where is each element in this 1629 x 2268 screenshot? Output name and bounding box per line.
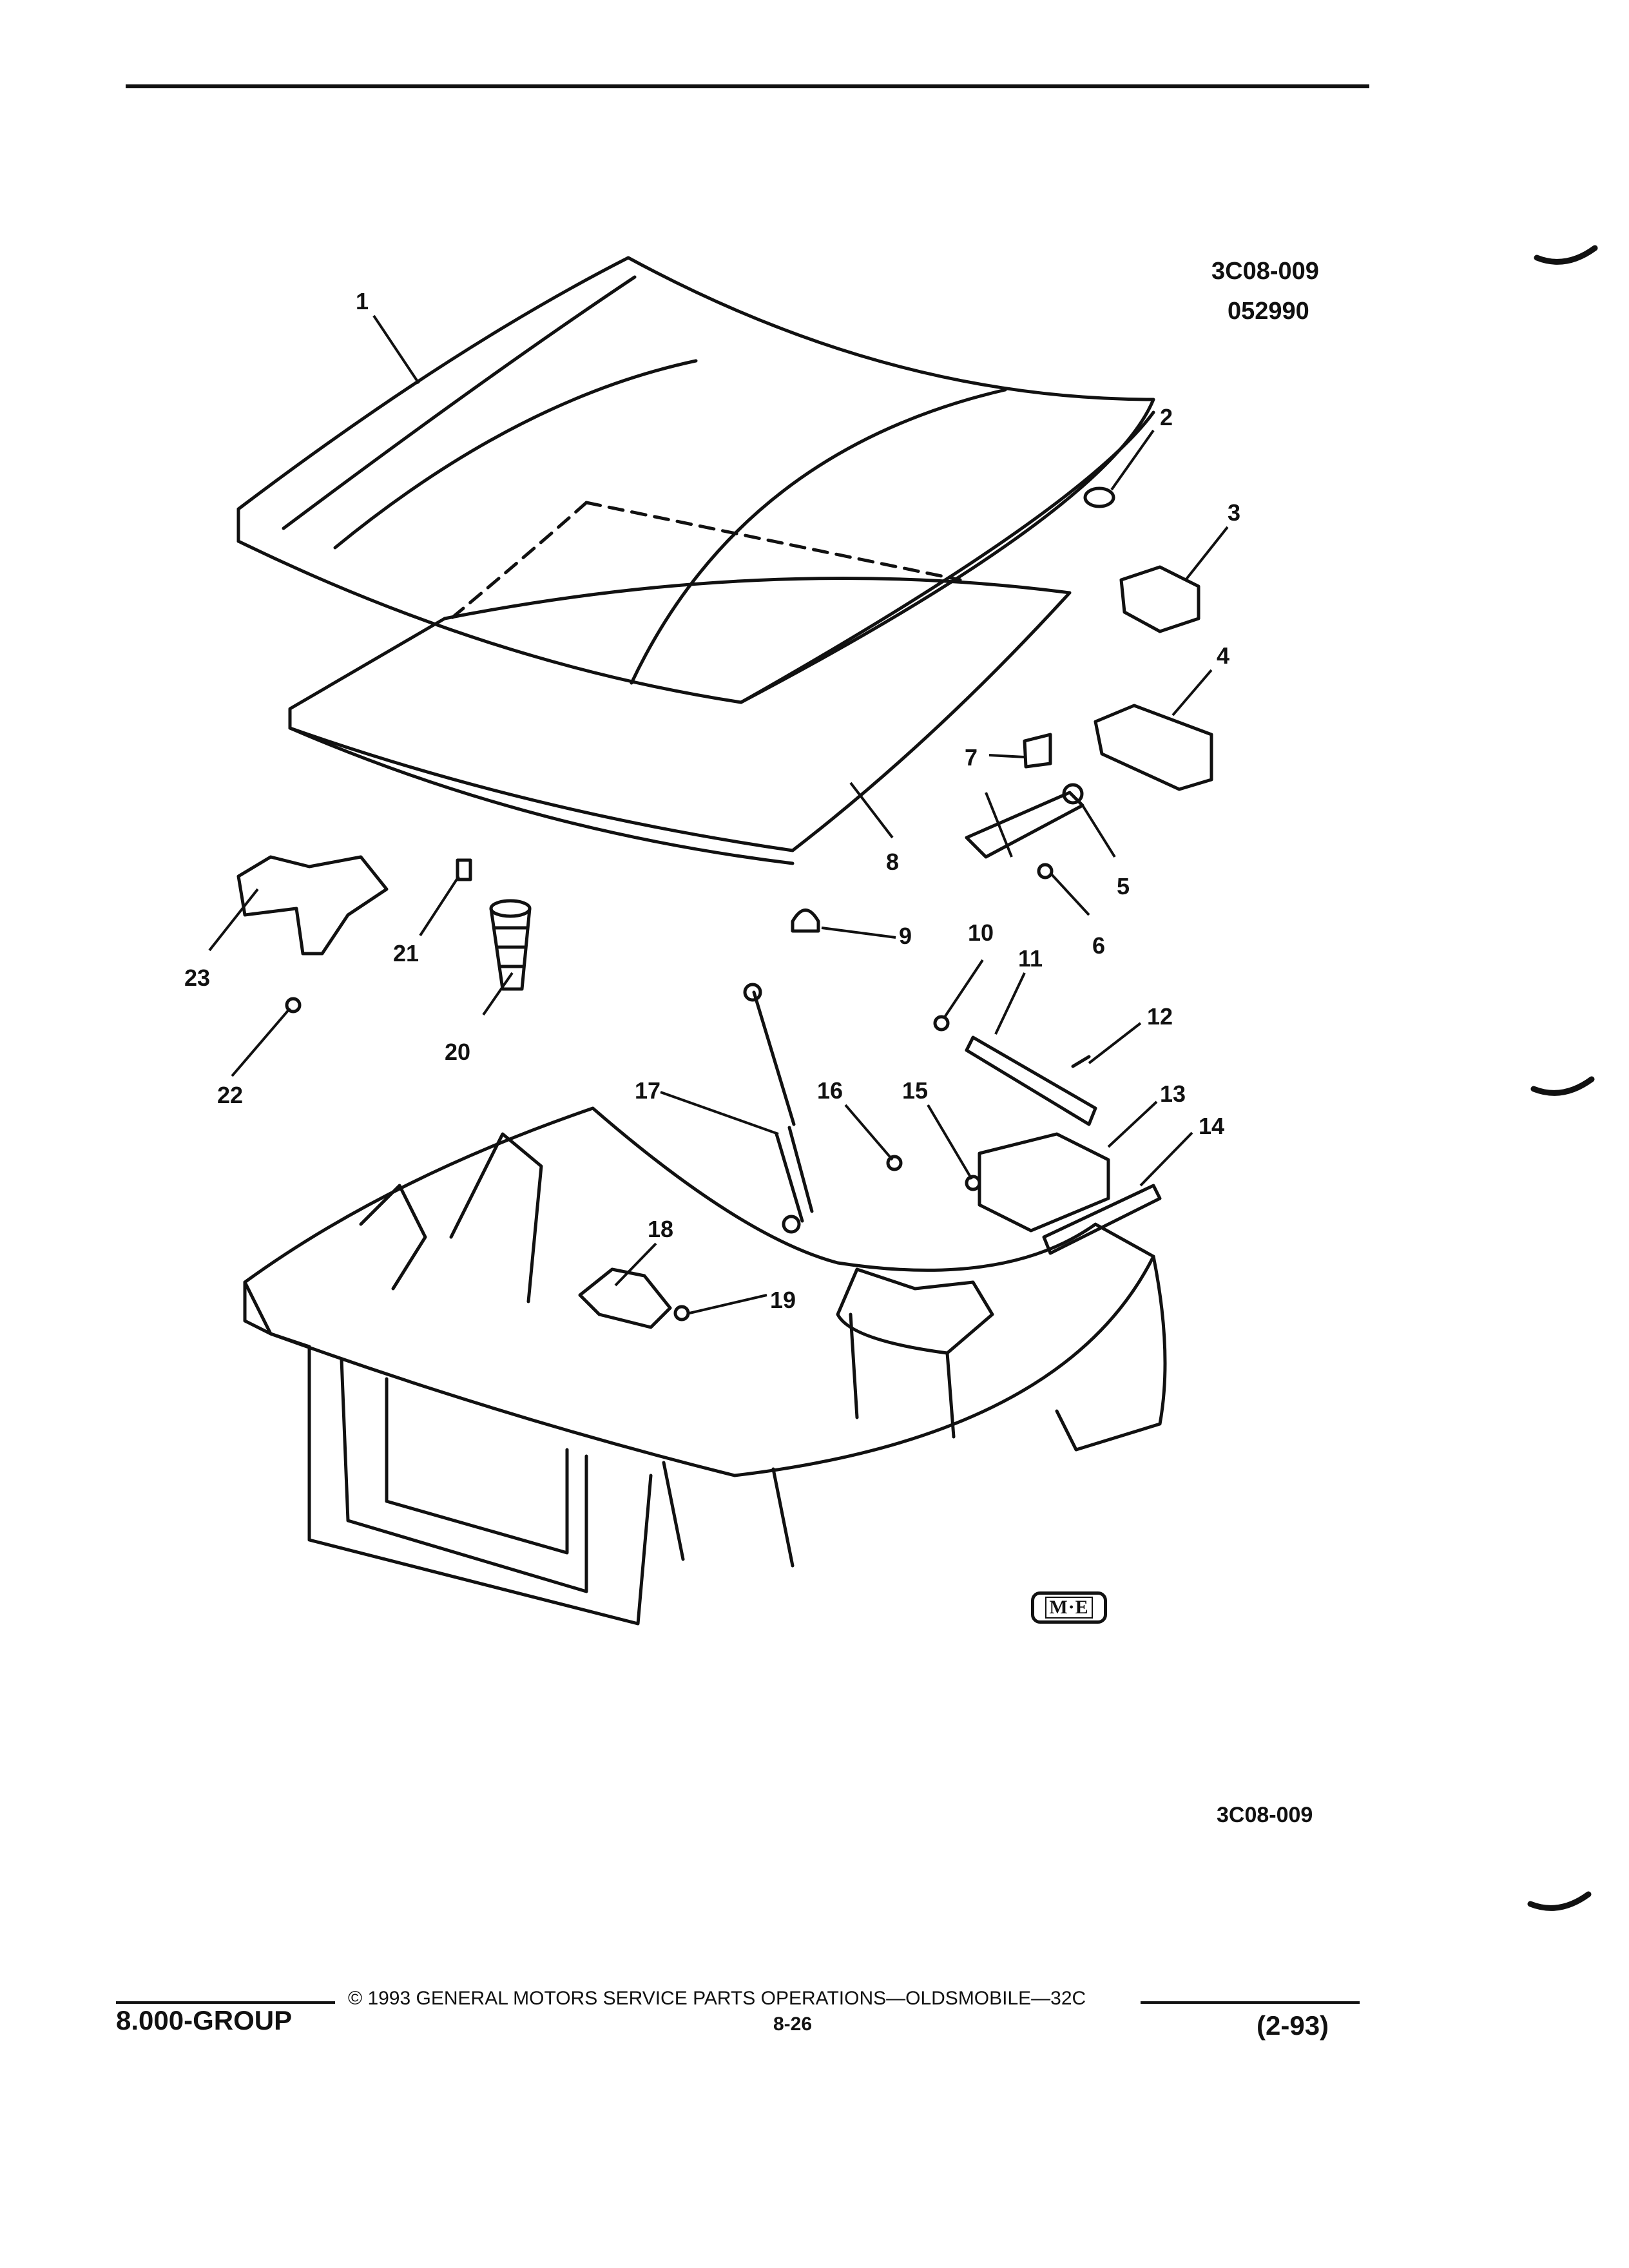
hood-panel [236,256,1155,704]
hinge-plate-14 [1042,1184,1162,1255]
bolt-6 [1037,863,1054,879]
callout-10: 10 [968,919,994,946]
front-body-structure [243,1106,1167,1626]
callout-leaders [208,314,1229,1314]
callout-19: 19 [770,1287,796,1313]
callout-12: 12 [1147,1003,1173,1030]
callout-4: 4 [1217,642,1229,669]
illustration-date: 052990 [1228,298,1309,325]
footer-group: 8.000-GROUP [116,2005,293,2035]
callout-9: 9 [899,923,912,949]
callout-13: 13 [1160,1081,1186,1107]
latch-bracket [965,791,1084,859]
me-logo: M·E [1031,1591,1107,1624]
callout-17: 17 [635,1077,660,1104]
release-handle-23 [236,855,389,956]
callout-16: 16 [817,1077,843,1104]
footer-copyright: © 1993 GENERAL MOTORS SERVICE PARTS OPER… [348,1988,1086,2009]
cable-boot-20 [489,899,532,991]
illustration-code: 3C08-009 [1211,258,1319,285]
margin-mark-top [1534,245,1598,265]
striker-7 [1023,733,1052,769]
callout-18: 18 [648,1216,673,1242]
margin-mark-middle [1530,1076,1595,1096]
callout-1: 1 [356,288,369,314]
callout-6: 6 [1092,932,1105,959]
figure-code: 3C08-009 [1217,1803,1313,1827]
footer-rule-right [1141,2001,1360,2004]
callout-20: 20 [445,1039,470,1065]
header-rule [126,84,1369,88]
bumper-3 [1119,565,1200,633]
callout-11: 11 [1018,945,1043,972]
callout-3: 3 [1228,499,1240,526]
callout-15: 15 [902,1077,928,1104]
plug-2 [1083,486,1115,508]
callout-8: 8 [886,849,899,875]
stud-21 [456,858,472,881]
callout-5: 5 [1117,873,1130,899]
bolt-16 [886,1155,903,1171]
nut-10 [933,1015,950,1032]
callout-22: 22 [217,1082,243,1108]
callout-23: 23 [184,965,210,991]
footer-revision: (2-93) [1257,2010,1329,2041]
bumper-4 [1094,704,1213,791]
callout-7: 7 [965,744,978,771]
footer-page-number: 8-26 [773,2013,813,2035]
bolt-12 [1071,1055,1091,1068]
hood-insulator [288,501,1072,865]
bumper-9 [791,908,820,933]
screw-22 [285,997,302,1014]
callout-21: 21 [393,940,419,966]
bolt-19 [673,1305,690,1321]
gas-strut-17 [743,983,814,1234]
hinge-bracket-13 [978,1132,1110,1233]
bolt-15 [965,1175,981,1191]
hinge-11 [965,1035,1097,1126]
latch-18 [578,1267,672,1329]
callout-2: 2 [1160,404,1173,430]
callout-14: 14 [1199,1113,1224,1139]
margin-mark-bottom [1527,1891,1592,1911]
footer-rule-left [116,2001,335,2004]
